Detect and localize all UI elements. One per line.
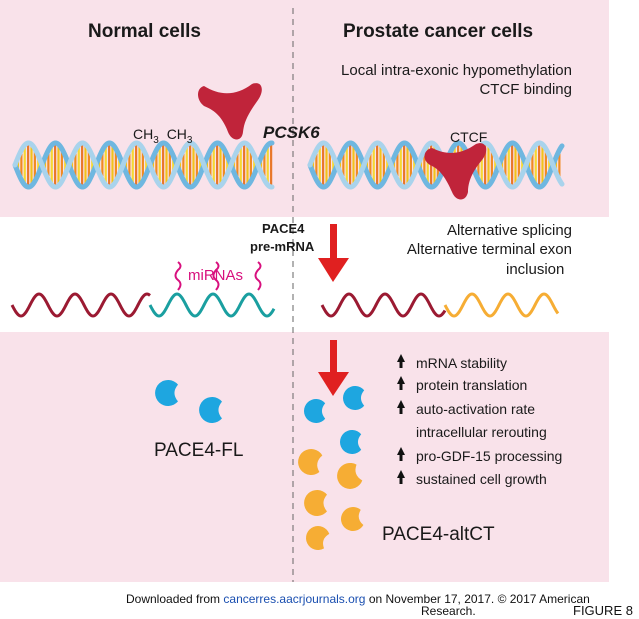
- pace4-protein-icon: [304, 489, 327, 516]
- footer-line-2: Research.: [421, 604, 476, 618]
- up-arrow-stem: [399, 455, 403, 461]
- effect-1: mRNA stability: [416, 355, 508, 371]
- mirna-squiggle: [254, 261, 262, 291]
- up-arrow-icon: [397, 447, 405, 455]
- pace4-protein-icon: [199, 397, 222, 424]
- methyl-sub-1: 3: [153, 134, 159, 146]
- right-title: Prostate cancer cells: [343, 21, 534, 42]
- mirna-squiggles: [174, 261, 262, 291]
- pace4-protein-icon: [298, 449, 323, 476]
- pace4-protein-icon: [337, 463, 363, 489]
- note-inclusion: inclusion: [506, 261, 565, 278]
- pace4-protein-icon: [339, 430, 362, 454]
- premrna-label-2: pre-mRNA: [250, 239, 315, 254]
- footer-middle: on November 17, 2017. © 2017 American: [368, 592, 590, 606]
- effect-2: protein translation: [416, 377, 528, 393]
- mirna-squiggle: [174, 261, 182, 291]
- pace4-protein-group: [155, 380, 365, 550]
- pace4-protein-icon: [341, 507, 364, 531]
- effect-5: pro-GDF-15 processing: [416, 448, 563, 464]
- note-alt-exon: Alternative terminal exon: [406, 241, 572, 258]
- footer-link[interactable]: cancerres.aacrjournals.org: [223, 592, 366, 606]
- effect-3: auto-activation rate: [416, 401, 536, 417]
- effect-4: intracellular rerouting: [416, 424, 547, 440]
- left-title: Normal cells: [88, 21, 201, 42]
- up-arrow-stem: [399, 362, 403, 368]
- note-alt-splicing: Alternative splicing: [446, 222, 572, 239]
- gene-label: PCSK6: [263, 123, 320, 142]
- ctcf-label: CTCF: [450, 129, 488, 145]
- up-arrow-icon: [397, 376, 405, 384]
- methyl-label-1: CH: [133, 126, 154, 142]
- methyl-labels: CH3 CH3: [133, 126, 192, 146]
- footer-prefix: Downloaded from: [126, 592, 221, 606]
- pace4-protein-icon: [155, 380, 178, 406]
- mrna-cancer-red: [320, 292, 447, 318]
- effect-up-arrows: [397, 354, 405, 484]
- protein-dimer-normal: [198, 83, 262, 140]
- methyl-sub-2: 3: [186, 134, 193, 146]
- ctcf-protein: [424, 143, 487, 200]
- dna-helix-normal: [12, 140, 275, 190]
- pace4-protein-icon: [342, 386, 365, 410]
- pace4-protein-icon: [305, 526, 330, 550]
- pace4-protein-icon: [303, 399, 326, 423]
- pace4-fl-label: PACE4-FL: [154, 440, 244, 461]
- up-arrow-stem: [399, 384, 403, 390]
- mirna-squiggle: [212, 261, 220, 291]
- footer-figure-label: FIGURE 8: [573, 603, 633, 618]
- dna-strand: [307, 140, 565, 190]
- up-arrow-stem: [399, 408, 403, 414]
- up-arrow-icon: [397, 354, 405, 362]
- mrna-normal-red: [10, 292, 151, 318]
- pace4-altct-label: PACE4-altCT: [382, 524, 495, 545]
- dna-strand: [12, 140, 275, 190]
- mrna-cancer-orange: [443, 292, 560, 318]
- up-arrow-icon: [397, 470, 405, 478]
- effect-6: sustained cell growth: [416, 471, 547, 487]
- note-ctcf-binding: CTCF binding: [479, 81, 572, 98]
- red-arrow-bottom: [318, 340, 349, 396]
- dna-strand: [307, 140, 565, 190]
- methyl-label-2: CH: [166, 126, 187, 142]
- red-arrow-top: [318, 224, 349, 282]
- dna-strand: [12, 140, 275, 190]
- up-arrow-stem: [399, 478, 403, 484]
- mrna-normal-teal: [148, 292, 276, 318]
- note-hypomethylation: Local intra-exonic hypomethylation: [341, 62, 572, 79]
- up-arrow-icon: [397, 400, 405, 408]
- mirna-label: miRNAs: [188, 267, 243, 284]
- footer-line-1: Downloaded from cancerres.aacrjournals.o…: [126, 592, 590, 606]
- premrna-label-1: PACE4: [262, 221, 305, 236]
